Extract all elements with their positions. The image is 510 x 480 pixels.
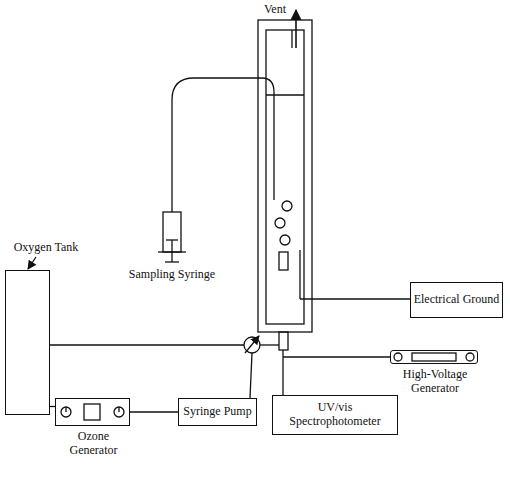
reactor-vessel [258,20,312,332]
dial-symbol [394,353,402,361]
valve-symbol [244,337,260,353]
high-voltage-wire [283,356,390,357]
syringe-plunger-seal [166,239,178,240]
dial-symbol [466,353,474,361]
gas-line [130,411,178,412]
ground-wire [300,298,410,299]
node-heading: High-Voltage Generator [391,368,479,396]
vent-tube [291,30,292,48]
valve-arrow [245,336,259,353]
syringe-pump-box: Syringe Pump [178,398,257,426]
valve-to-reactor-line [260,344,279,345]
display-symbol [412,353,456,361]
bubble [282,201,292,211]
node-label: UV/vis Spectrophotometer [273,401,397,429]
dial-pointer [118,407,119,412]
syringe-tip [171,205,172,212]
oxygen-tank-box: Oxygen Tank [5,270,50,415]
node-label: Electrical Ground [414,293,500,307]
dial-symbol [61,407,71,417]
reactor-inner-wall [266,30,304,324]
high-voltage-generator: High-Voltage Generator [390,350,478,364]
node-heading: Oxygen Tank [6,241,86,255]
ozone-generator-box: Ozone Generator [55,398,130,426]
syringe-plunger-cap [165,261,179,262]
dial-pointer [65,407,66,412]
leader-arrow [28,257,36,269]
part-label: Sampling Syringe [120,268,224,282]
bubble [275,218,285,228]
ground-box: Electrical Ground [410,282,503,318]
vent-label: Vent [258,3,292,17]
ground-electrode [299,250,300,299]
oxygen-line [50,344,244,345]
liquid-level [266,94,304,95]
display-symbol [84,404,100,420]
sampling-tube [172,78,274,205]
node-label: Syringe Pump [183,405,251,419]
vent-arrow [295,10,297,48]
syringe-plunger [171,240,172,262]
syringe-pump-line [250,353,252,398]
inlet-stem [279,332,288,350]
node-heading: Ozone Generator [56,430,131,458]
spectrophotometer-box: UV/vis Spectrophotometer [272,395,398,435]
dial-symbol [114,407,124,417]
bubble [280,235,290,245]
gas-inlet-nozzle [279,252,288,270]
